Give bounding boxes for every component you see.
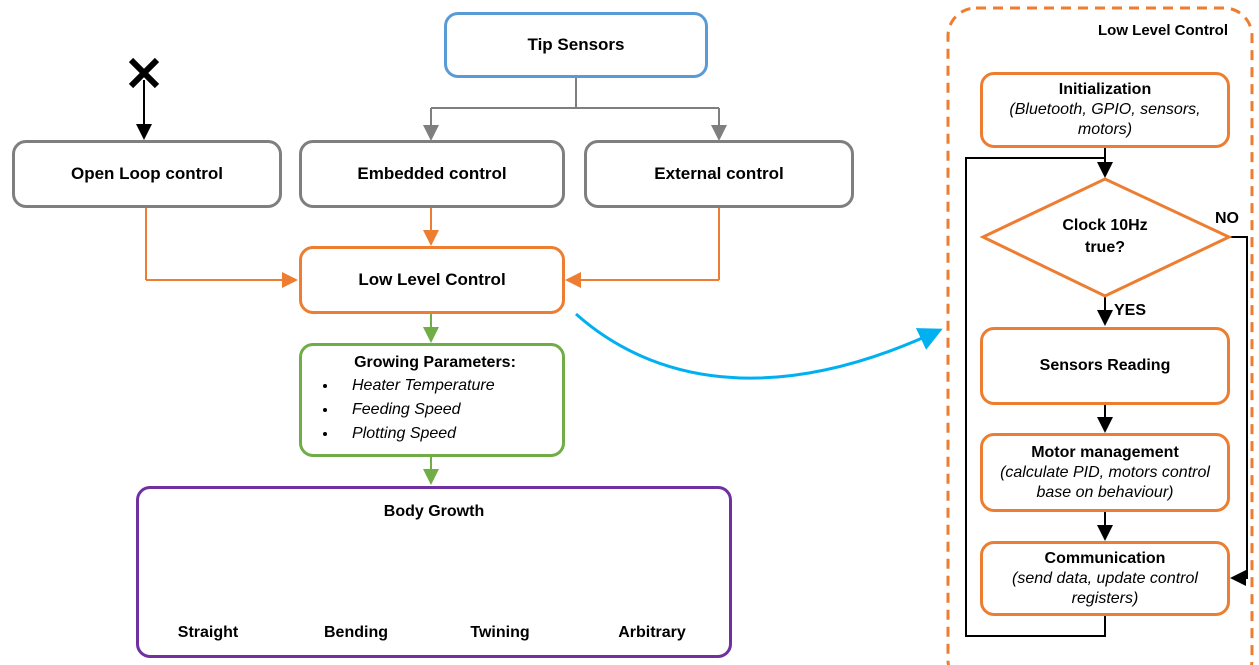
communication-box: Communication (send data, update control… <box>980 541 1230 616</box>
motor-management-title: Motor management <box>1031 443 1179 461</box>
yes-label: YES <box>1114 302 1147 319</box>
param-heater: Heater Temperature <box>338 374 495 398</box>
no-label: NO <box>1215 210 1239 227</box>
external-control-box: External control <box>584 140 854 208</box>
open-loop-box: Open Loop control <box>12 140 282 208</box>
low-level-control-box: Low Level Control <box>299 246 565 314</box>
flowchart-arrows <box>965 148 1248 637</box>
body-growth-title: Body Growth <box>383 503 485 520</box>
external-control-label: External control <box>654 164 784 183</box>
embedded-control-box: Embedded control <box>299 140 565 208</box>
param-plotting: Plotting Speed <box>338 422 495 446</box>
sensors-reading-label: Sensors Reading <box>1039 357 1171 374</box>
motor-management-box: Motor management (calculate PID, motors … <box>980 433 1230 512</box>
clock-decision-shape <box>979 177 1233 298</box>
tip-sensors-label: Tip Sensors <box>527 35 625 54</box>
growing-parameters-box: Growing Parameters: Heater Temperature F… <box>299 343 565 457</box>
growth-arbitrary-label: Arbitrary <box>618 624 686 641</box>
growth-bending-label: Bending <box>324 624 388 641</box>
flowchart-frame <box>946 6 1254 665</box>
communication-detail: (send data, update control registers) <box>1012 569 1198 607</box>
initialization-box: Initialization (Bluetooth, GPIO, sensors… <box>980 72 1230 148</box>
body-growth-box: Body Growth <box>136 486 732 658</box>
initialization-detail: (Bluetooth, GPIO, sensors, motors) <box>1009 101 1201 138</box>
growing-parameters-list: Heater Temperature Feeding Speed Plottin… <box>308 374 495 446</box>
param-feeding: Feeding Speed <box>338 398 495 422</box>
open-loop-input <box>128 57 160 140</box>
initialization-title: Initialization <box>1058 81 1152 98</box>
open-loop-label: Open Loop control <box>70 164 224 183</box>
growth-straight-label: Straight <box>177 624 239 641</box>
detail-arrow <box>575 312 943 380</box>
communication-title: Communication <box>1044 549 1166 567</box>
embedded-control-label: Embedded control <box>357 164 507 183</box>
growing-parameters-title: Growing Parameters: <box>354 354 516 371</box>
tip-sensor-branches <box>423 78 727 141</box>
sensors-reading-box: Sensors Reading <box>980 327 1230 405</box>
clock-decision-label: Clock 10Hz true? <box>1060 215 1150 259</box>
growth-twining-label: Twining <box>470 624 530 641</box>
flowchart-title: Low Level Control <box>1098 22 1229 39</box>
motor-management-detail: (calculate PID, motors control base on b… <box>1000 463 1210 501</box>
clock-decision-text: Clock 10Hz true? <box>1062 217 1148 256</box>
control-to-low-level <box>145 208 720 288</box>
tip-sensors-box: Tip Sensors <box>444 12 708 78</box>
low-level-control-label: Low Level Control <box>358 270 506 289</box>
